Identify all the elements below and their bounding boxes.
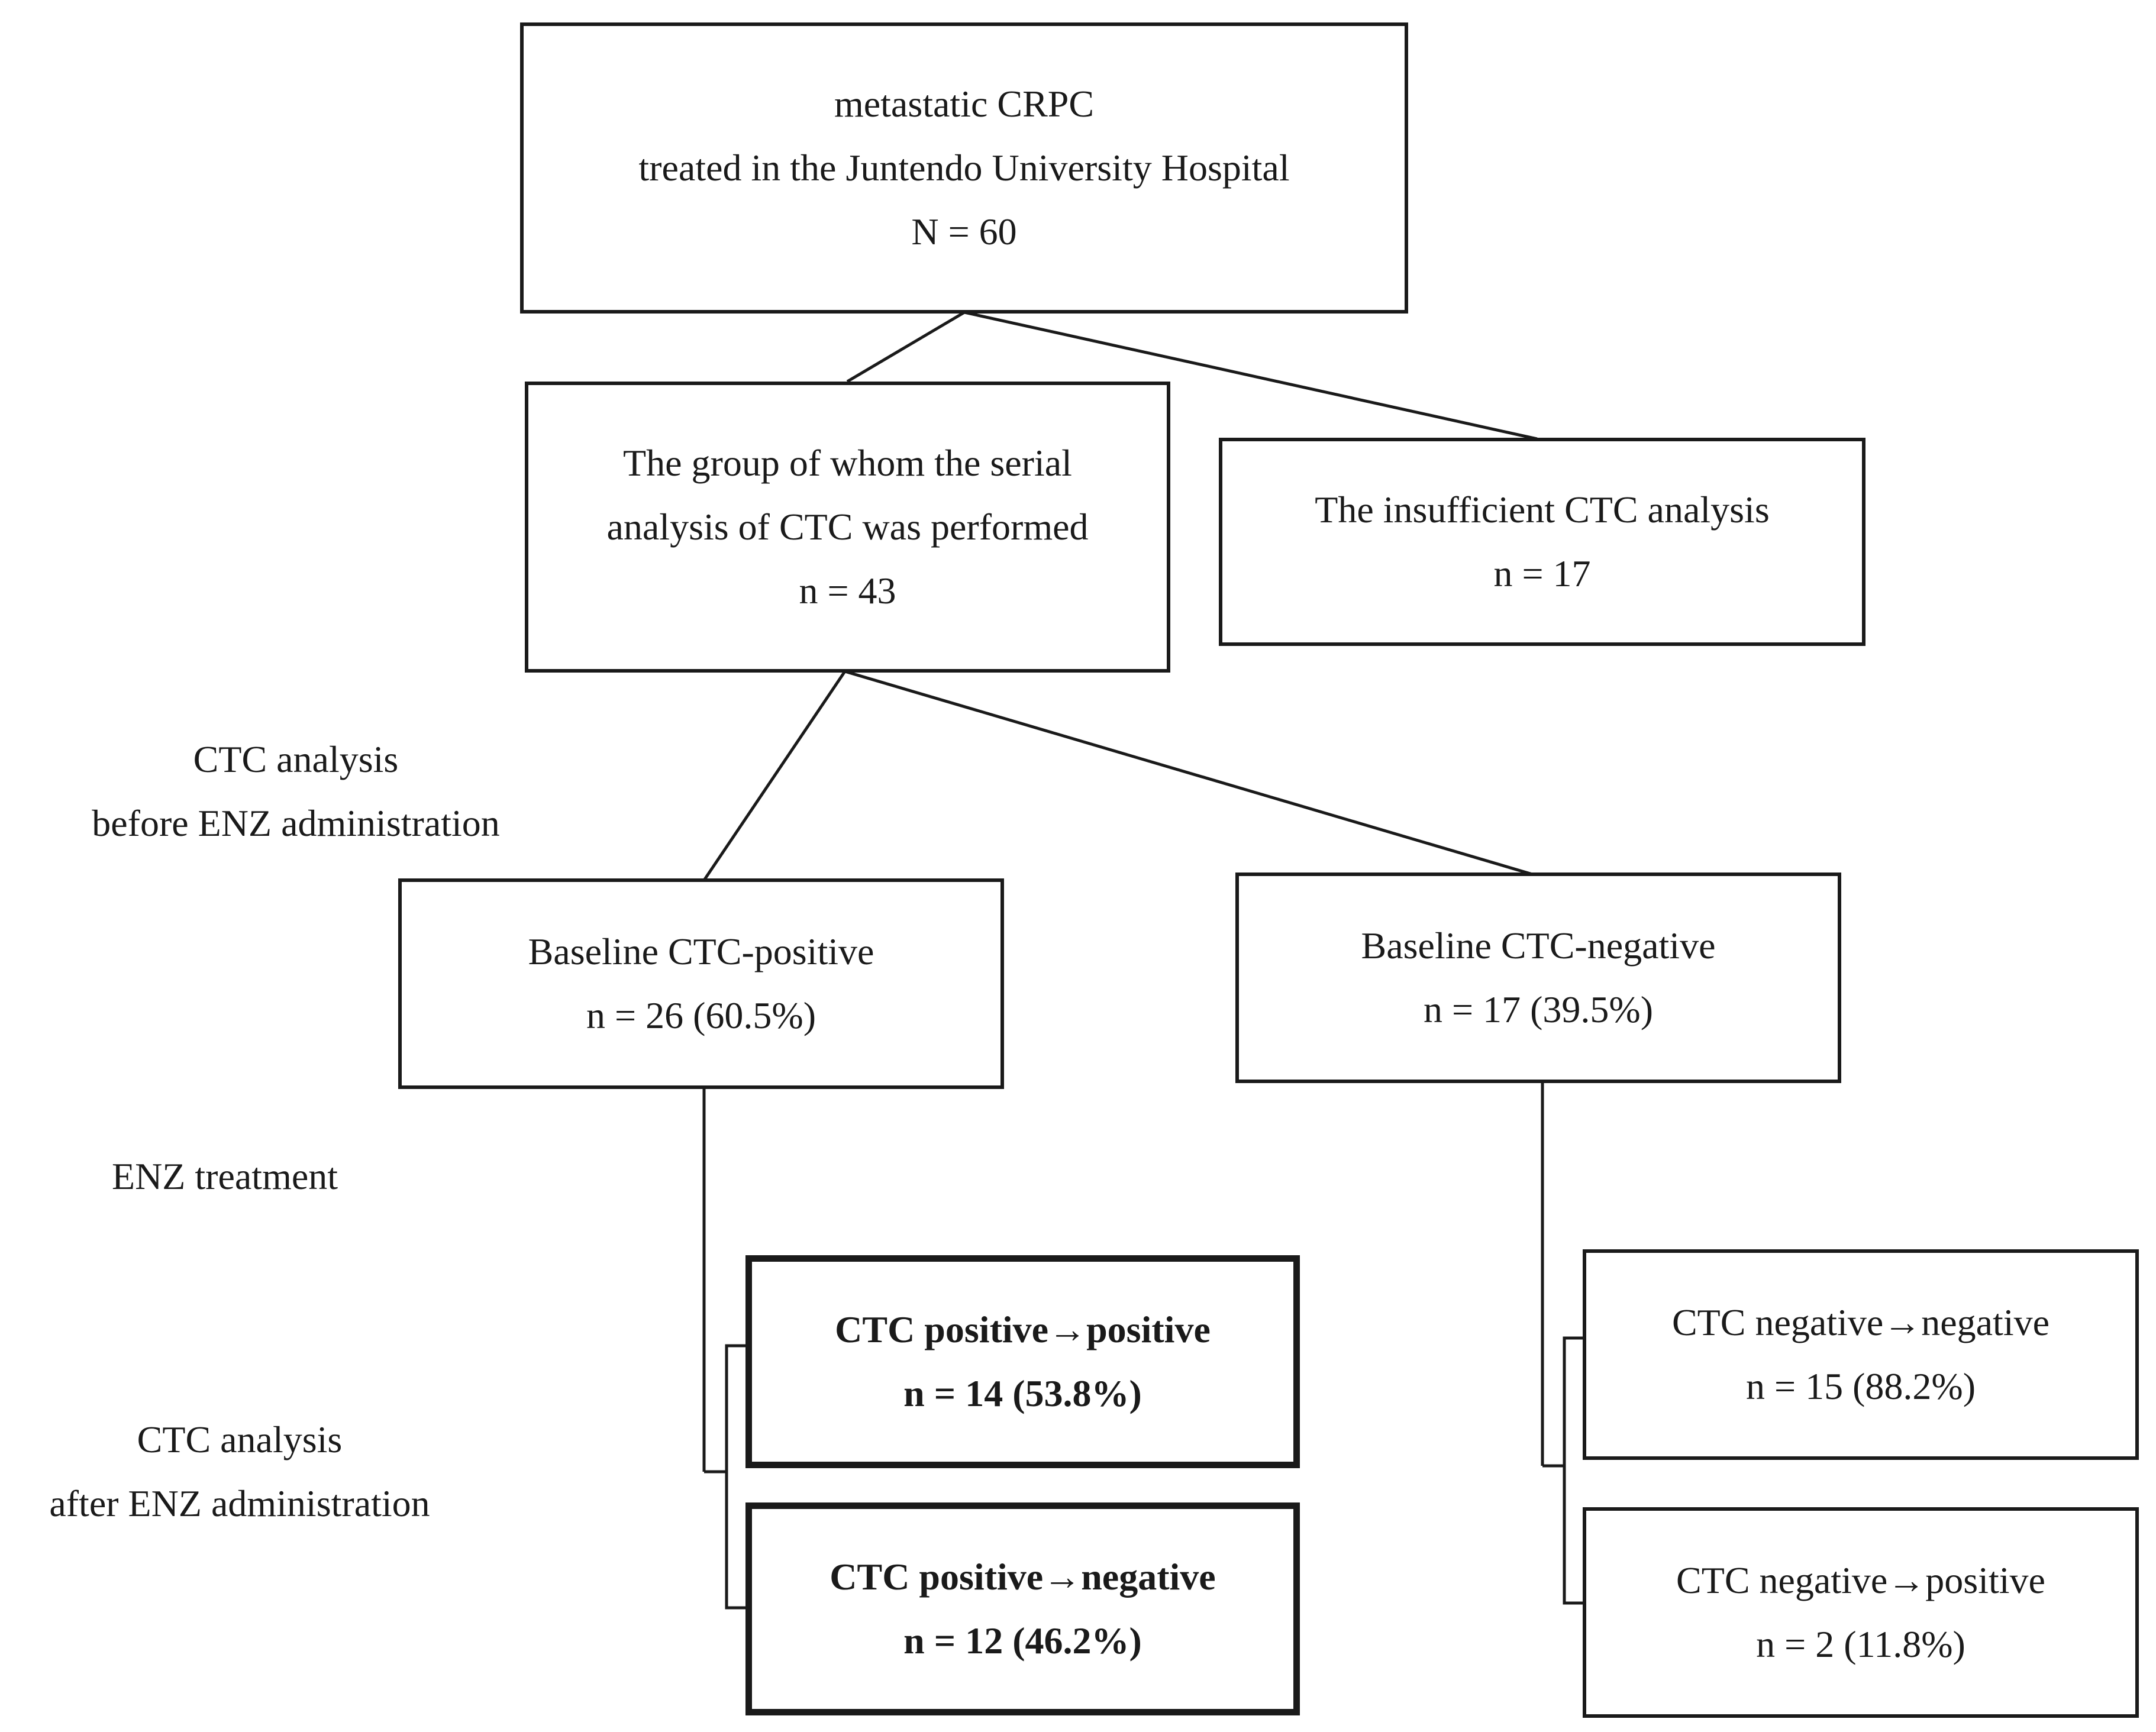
label-after-line-2: after ENZ administration [49, 1482, 430, 1524]
node-baseline-positive-line-2: n = 26 (60.5%) [586, 994, 816, 1036]
label-after-line-1: CTC analysis [137, 1418, 343, 1460]
label-before-line-1: CTC analysis [193, 738, 399, 780]
node-insufficient: The insufficient CTC analysis n = 17 [1219, 438, 1865, 646]
node-insufficient-line-2: n = 17 [1493, 552, 1591, 594]
connector-negative-bracket [1563, 1336, 1587, 1605]
node-positive-to-negative: CTC positive→negative n = 12 (46.2%) [745, 1502, 1300, 1715]
label-before-line-2: before ENZ administration [92, 802, 500, 844]
node-root-line-2: treated in the Juntendo University Hospi… [638, 147, 1290, 189]
node-neg-pos-line-1: CTC negative→positive [1676, 1559, 2045, 1601]
node-positive-to-positive: CTC positive→positive n = 14 (53.8%) [745, 1255, 1300, 1468]
node-root-line-1: metastatic CRPC [834, 83, 1095, 125]
node-serial-analysis: The group of whom the serial analysis of… [525, 382, 1170, 673]
node-root-line-3: N = 60 [911, 211, 1017, 253]
node-insufficient-line-1: The insufficient CTC analysis [1315, 489, 1770, 531]
node-pos-neg-line-2: n = 12 (46.2%) [903, 1620, 1142, 1662]
node-neg-neg-line-1: CTC negative→negative [1671, 1301, 2050, 1343]
node-neg-neg-line-2: n = 15 (88.2%) [1745, 1365, 1976, 1407]
node-neg-pos-line-2: n = 2 (11.8%) [1756, 1623, 1965, 1665]
node-serial-line-1: The group of whom the serial [623, 442, 1072, 484]
node-serial-line-2: analysis of CTC was performed [606, 506, 1089, 548]
node-baseline-positive-line-1: Baseline CTC-positive [528, 930, 874, 972]
node-pos-pos-line-1: CTC positive→positive [835, 1308, 1211, 1350]
connector-serial-to-negative [844, 670, 1533, 876]
label-before-enz: CTC analysis before ENZ administration [41, 728, 550, 855]
node-negative-to-positive: CTC negative→positive n = 2 (11.8%) [1583, 1507, 2139, 1718]
node-pos-neg-line-1: CTC positive→negative [830, 1556, 1216, 1598]
node-baseline-positive: Baseline CTC-positive n = 26 (60.5%) [398, 878, 1004, 1089]
node-negative-to-negative: CTC negative→negative n = 15 (88.2%) [1583, 1249, 2139, 1460]
node-baseline-negative: Baseline CTC-negative n = 17 (39.5%) [1235, 873, 1841, 1083]
connector-serial-to-positive [702, 670, 847, 881]
node-serial-line-3: n = 43 [799, 570, 896, 612]
label-after-enz: CTC analysis after ENZ administration [12, 1408, 467, 1536]
connector-root-to-serial [846, 311, 966, 383]
label-treatment-line-1: ENZ treatment [111, 1155, 338, 1197]
connector-positive-bracket [725, 1344, 750, 1610]
connector-root-to-insufficient [964, 311, 1538, 441]
node-baseline-negative-line-2: n = 17 (39.5%) [1423, 988, 1654, 1030]
node-pos-pos-line-2: n = 14 (53.8%) [903, 1372, 1142, 1414]
node-root: metastatic CRPC treated in the Juntendo … [520, 22, 1408, 314]
label-enz-treatment: ENZ treatment [59, 1145, 390, 1208]
node-baseline-negative-line-1: Baseline CTC-negative [1361, 925, 1716, 967]
